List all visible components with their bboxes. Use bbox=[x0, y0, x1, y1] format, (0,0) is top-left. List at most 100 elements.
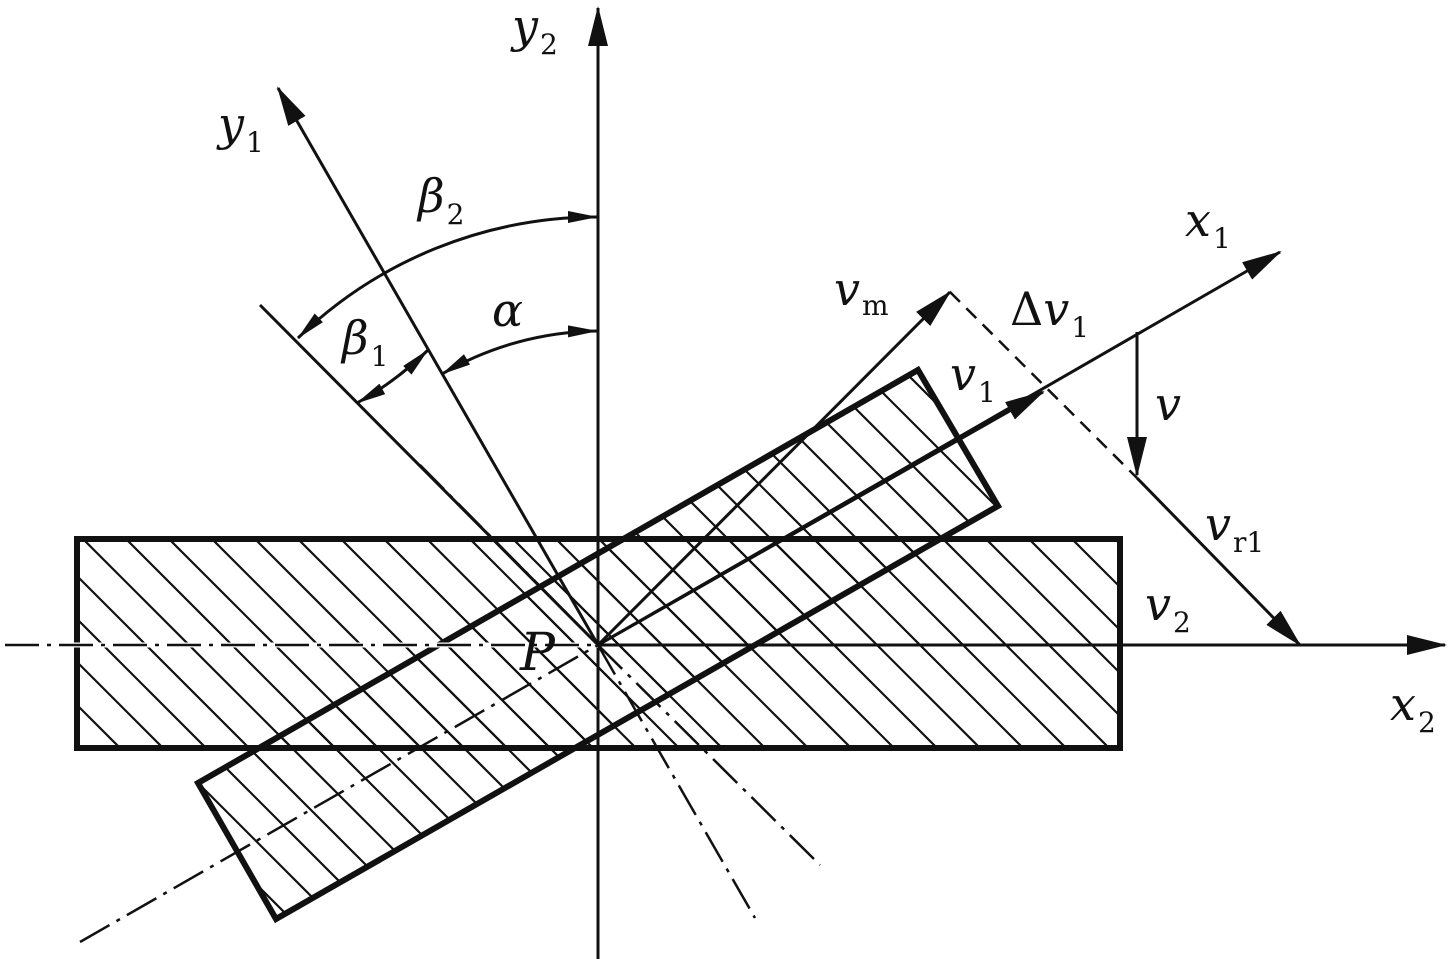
hatch-line bbox=[919, 370, 998, 919]
hatch-line bbox=[1113, 539, 1120, 546]
y1-label: y1 bbox=[216, 97, 264, 159]
hatch-line bbox=[198, 370, 849, 919]
hatch-line bbox=[339, 539, 552, 748]
hatch-line bbox=[1264, 0, 1448, 959]
hatch-line bbox=[1264, 0, 1448, 959]
hatch-line bbox=[0, 0, 160, 959]
hatch-line bbox=[489, 370, 998, 919]
hatch-line bbox=[619, 0, 1448, 959]
hatch-line bbox=[77, 660, 165, 748]
hatch-line bbox=[618, 370, 998, 919]
hatch-line bbox=[920, 0, 1448, 959]
v2-label: v2 bbox=[1145, 577, 1191, 639]
hatch-line bbox=[1006, 0, 1448, 959]
hatch-line bbox=[1135, 0, 1448, 959]
hatch-line bbox=[877, 0, 1448, 959]
hatch-line bbox=[198, 370, 935, 919]
hatch-line bbox=[705, 0, 1448, 959]
hatch-line bbox=[253, 539, 466, 748]
normal-line-lower bbox=[597, 644, 821, 866]
hatch-line bbox=[198, 370, 978, 919]
hatch-line bbox=[704, 370, 998, 919]
y2-label: y2 bbox=[510, 0, 558, 61]
hatch-line bbox=[198, 370, 333, 919]
vr1-label: vr1 bbox=[1205, 497, 1264, 559]
hatch-line bbox=[963, 0, 1448, 959]
hatch-line bbox=[198, 370, 419, 919]
hatch-line bbox=[0, 0, 203, 959]
hatch-line bbox=[726, 539, 939, 748]
v1-vector bbox=[597, 390, 1045, 647]
normal-line-chain bbox=[419, 464, 599, 646]
hatch-line bbox=[1006, 0, 1448, 959]
beta2-arc bbox=[296, 211, 598, 340]
hatch-line bbox=[532, 370, 998, 919]
vr1-vector bbox=[1135, 476, 1302, 647]
hatch-line bbox=[198, 370, 591, 919]
vm-dashed-projection bbox=[949, 291, 1138, 479]
hatch-line bbox=[1092, 0, 1448, 959]
hatch-line bbox=[198, 370, 505, 919]
beta1-label: β1 bbox=[340, 311, 388, 373]
hatch-line bbox=[575, 370, 998, 919]
hatch-line bbox=[876, 370, 998, 919]
x2-label: x2 bbox=[1390, 677, 1436, 739]
hatch-line bbox=[1070, 539, 1120, 589]
hatch-line bbox=[748, 0, 1448, 959]
hatch-line bbox=[274, 370, 998, 919]
hatch-line bbox=[198, 370, 634, 919]
hatch-line bbox=[198, 370, 548, 919]
y1-axis bbox=[276, 86, 600, 646]
hatch-line bbox=[77, 703, 122, 748]
hatch-line bbox=[1135, 0, 1448, 959]
hatch-line bbox=[683, 539, 896, 748]
hatch-line bbox=[1221, 0, 1448, 959]
hatch-line bbox=[198, 370, 763, 919]
hatch-line bbox=[360, 370, 998, 919]
hatch-line bbox=[747, 370, 998, 919]
hatch-line bbox=[317, 370, 998, 919]
delta-v1-label: Δv1 bbox=[1010, 282, 1089, 344]
hatch-line bbox=[198, 370, 376, 919]
y1-axis-extension bbox=[596, 644, 757, 919]
hatch-line bbox=[198, 370, 247, 919]
hatch-line bbox=[1221, 0, 1448, 959]
beta1-arc bbox=[356, 348, 430, 405]
hatch-line bbox=[662, 0, 1448, 959]
gear1-outline bbox=[193, 365, 1003, 924]
vm-label: vm bbox=[834, 262, 889, 322]
hatch-line bbox=[446, 370, 998, 919]
pitch-point-label: P bbox=[519, 623, 556, 683]
vm-vector bbox=[596, 290, 952, 647]
hatch-line bbox=[77, 617, 208, 748]
hatch-line bbox=[661, 370, 998, 919]
beta2-label: β2 bbox=[416, 169, 464, 231]
hatch-line bbox=[198, 370, 204, 919]
v-label: v bbox=[1155, 377, 1181, 431]
hatch-line bbox=[1049, 0, 1448, 959]
hatch-line bbox=[1049, 0, 1448, 959]
x1-axis-chain bbox=[79, 643, 599, 944]
hatch-line bbox=[962, 370, 998, 919]
v1-label: v1 bbox=[950, 347, 996, 409]
hatch-line bbox=[198, 370, 998, 919]
hatch-line bbox=[198, 370, 998, 919]
x1-label: x1 bbox=[1185, 193, 1231, 255]
hatch-line bbox=[231, 370, 998, 919]
hatch-line bbox=[1178, 0, 1448, 959]
hatch-line bbox=[511, 539, 724, 748]
hatch-line bbox=[597, 539, 810, 748]
alpha-arc bbox=[441, 325, 598, 376]
hatch-line bbox=[198, 370, 998, 919]
hatch-line bbox=[1178, 0, 1448, 959]
hatch-line bbox=[198, 370, 677, 919]
hatch-line bbox=[198, 370, 462, 919]
hatch-line bbox=[0, 0, 246, 959]
hatch-line bbox=[554, 539, 767, 748]
hatch-line bbox=[1092, 0, 1448, 959]
hatch-line bbox=[0, 0, 160, 959]
alpha-label: α bbox=[492, 283, 523, 337]
hatch-line bbox=[425, 539, 638, 748]
